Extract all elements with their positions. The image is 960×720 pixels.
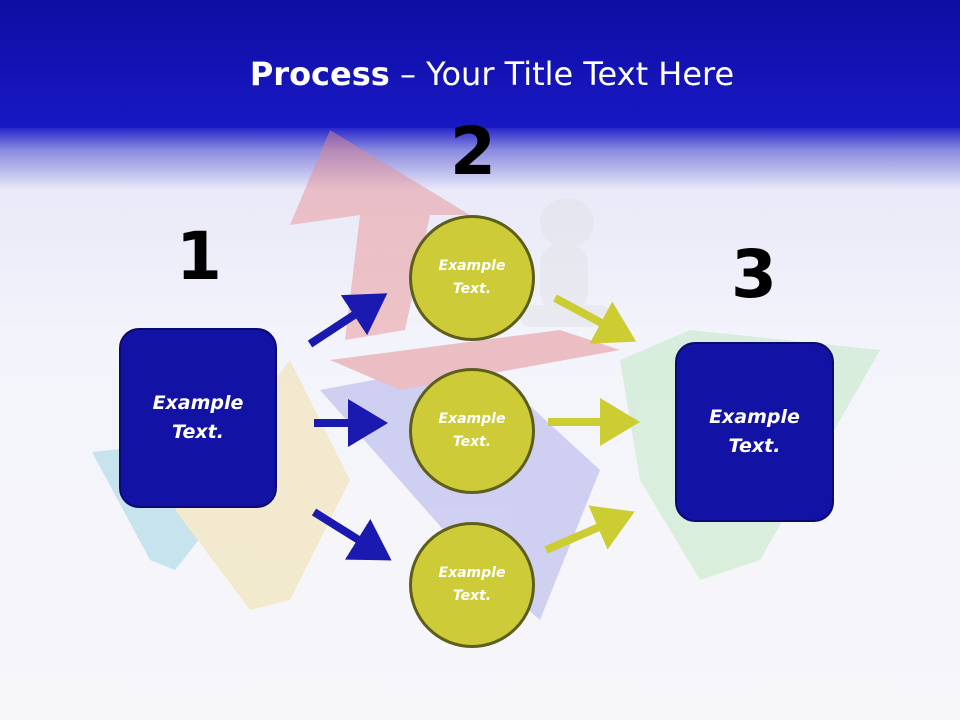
slide-title: Process – Your Title Text Here <box>0 52 960 96</box>
arrow-blue-up <box>307 293 388 348</box>
right-box-line1: Example <box>709 406 800 428</box>
left-process-box: Example Text. <box>119 328 277 508</box>
title-rest: – Your Title Text Here <box>389 55 735 93</box>
circle-bottom-line1: Example <box>438 565 506 581</box>
arrow-blue-down <box>311 508 392 561</box>
step-number-3: 3 <box>731 236 777 313</box>
arrow-yellow-down <box>553 294 637 344</box>
left-box-line1: Example <box>152 392 244 414</box>
circle-middle-line2: Text. <box>452 434 492 450</box>
step-number-2: 2 <box>450 113 496 190</box>
circle-bottom-line2: Text. <box>452 588 492 604</box>
circle-bottom: Example Text. <box>409 522 535 648</box>
circle-top-line1: Example <box>438 258 506 274</box>
step-number-1: 1 <box>176 218 222 295</box>
header-bar <box>0 0 960 128</box>
right-box-line2: Text. <box>728 435 781 457</box>
arrow-yellow-up <box>544 505 635 554</box>
circle-middle: Example Text. <box>409 368 535 494</box>
circle-top: Example Text. <box>409 215 535 341</box>
circle-middle-line1: Example <box>438 411 506 427</box>
title-bold: Process <box>249 55 390 93</box>
circle-top-line2: Text. <box>452 281 492 297</box>
left-box-line2: Text. <box>172 421 224 443</box>
right-process-box: Example Text. <box>675 342 834 522</box>
